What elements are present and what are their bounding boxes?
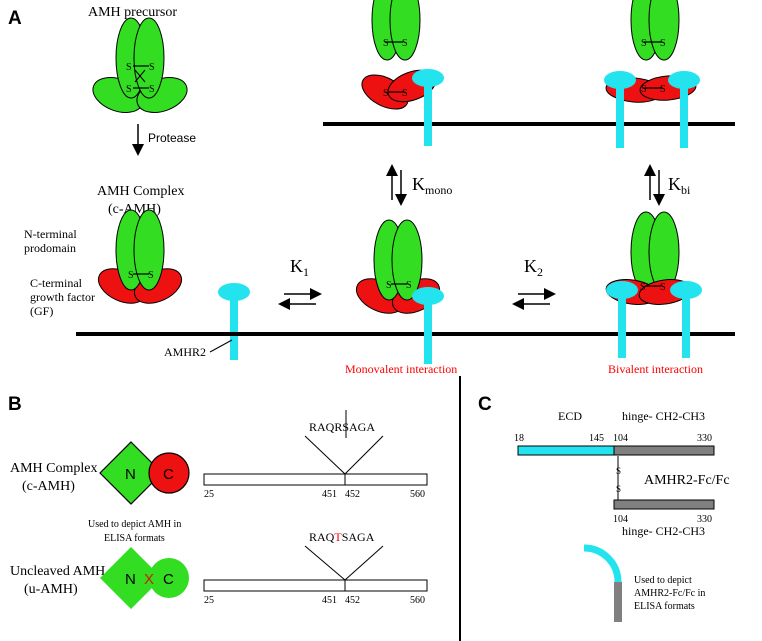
c-amh-n: N [125,466,136,483]
c-amh-shape: N C [99,441,190,505]
svg-text:S: S [383,38,389,49]
k1-label: K1 [290,256,309,279]
mutant-sequence: RAQTSAGA [309,530,375,544]
construct-label: AMHR2-Fc/Fc [644,473,730,488]
amh-complex-free [92,209,188,311]
c-tick-104: 104 [613,433,628,444]
c-elisa-note-line1: Used to depict [634,575,692,586]
svg-text:S: S [660,84,666,95]
fc-bar-bottom [613,499,715,510]
b-complex-label-line1: AMH Complex [10,461,98,476]
panel-a-label: A [8,8,22,29]
c-amh-tick-560: 560 [410,489,425,500]
uncleaved-label-line2: (u-AMH) [24,582,78,597]
c-disulfide-1: S [616,466,621,476]
precursor-s3: S [126,84,132,95]
u-amh-tick-451: 451 [322,595,337,606]
b-complex-label-line2: (c-AMH) [22,479,75,494]
bivalent-label: Bivalent interaction [608,362,703,376]
prodomain-label-line2: prodomain [24,241,76,255]
u-amh-shape: N X C [100,547,189,609]
c-amh-tick-452: 452 [345,489,360,500]
precursor-s1: S [126,62,132,73]
monovalent-complex-upper: S S S S [361,0,444,146]
svg-text:S: S [660,38,666,49]
c-elisa-note-line3: ELISA formats [634,601,695,612]
u-amh-bar [203,579,428,592]
u-amh-c: C [163,571,174,588]
kmono-label: Kmono [412,174,452,197]
precursor-s4: S [149,84,155,95]
receptor-arc-icon [583,544,622,583]
c-disulfide-2: S [616,484,621,494]
u-amh-tick-25: 25 [204,595,214,606]
ecd-label: ECD [558,409,582,423]
u-amh-n: N [125,571,136,588]
monovalent-label: Monovalent interaction [345,362,457,376]
c-bottom-tick-104: 104 [613,514,628,525]
c-tick-18: 18 [514,433,524,444]
monovalent-complex-lower [350,219,446,364]
k2-label: K2 [524,256,543,279]
gf-label-line3: (GF) [30,304,53,318]
protease-label: Protease [148,131,196,145]
bivalent-complex-upper: S S S S [604,0,700,148]
gf-label-line1: C-terminal [30,276,83,290]
cleavage-sequence: RAQRSAGA [309,420,375,434]
receptor-free [218,283,250,360]
ecd-bar [517,445,615,456]
u-amh-x: X [144,571,154,588]
c-tick-330: 330 [697,433,712,444]
u-amh-tick-452: 452 [345,595,360,606]
svg-text:S: S [660,282,666,293]
c-amh-bar [203,473,428,486]
panel-c-label: C [478,394,492,415]
complex-label-line1: AMH Complex [97,184,185,199]
bivalent-complex-lower: S S [605,211,702,358]
svg-text:S: S [641,38,647,49]
c-amh-tick-451: 451 [322,489,337,500]
kbi-label: Kbi [668,174,691,197]
gf-label-line2: growth factor [30,290,95,304]
c-tick-145: 145 [589,433,604,444]
receptor-label: AMHR2 [164,345,206,359]
c-amh-c: C [163,466,174,483]
c-bottom-tick-330: 330 [697,514,712,525]
fc-bar-top [613,445,715,456]
prodomain-label-line1: N-terminal [24,227,77,241]
precursor-label: AMH precursor [88,5,177,20]
u-amh-tick-560: 560 [410,595,425,606]
svg-text:S: S [383,88,389,99]
b-elisa-note-line2: ELISA formats [104,533,165,544]
panel-b-label: B [8,394,22,415]
b-elisa-note-line1: Used to depict AMH in [88,519,181,530]
svg-text:S: S [402,88,408,99]
c-elisa-note-line2: AMHR2-Fc/Fc in [634,588,705,599]
receptor-pointer [209,339,233,353]
precursor-s2: S [149,62,155,73]
c-amh-tick-25: 25 [204,489,214,500]
fc-stem-icon [614,582,622,622]
hinge-label-bottom: hinge- CH2-CH3 [622,524,705,538]
amh-precursor: S S S S [92,17,188,113]
hinge-label-top: hinge- CH2-CH3 [622,409,705,423]
uncleaved-label-line1: Uncleaved AMH [10,564,105,579]
svg-text:S: S [402,38,408,49]
svg-text:S: S [641,84,647,95]
svg-text:S: S [640,282,646,293]
